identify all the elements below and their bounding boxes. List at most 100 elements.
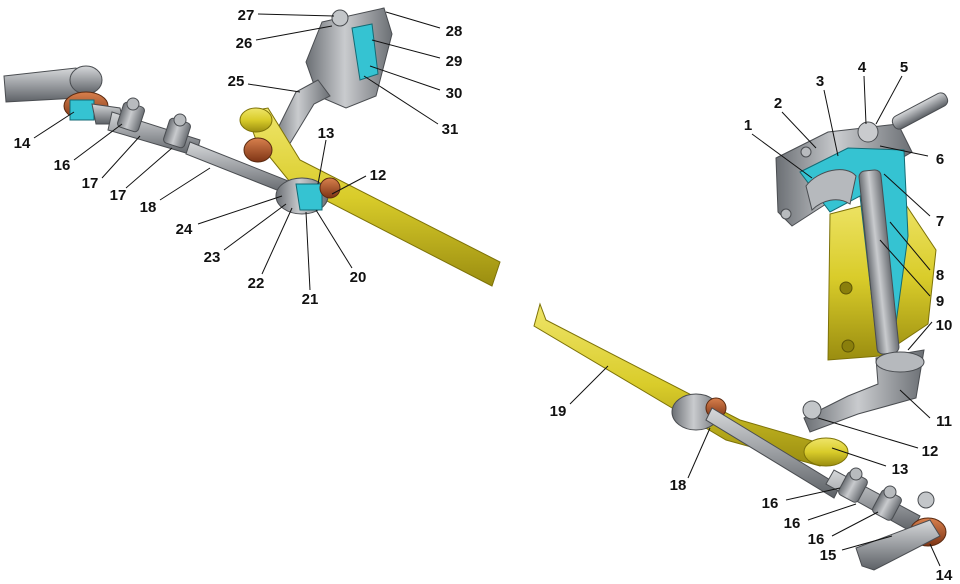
center-link-left-eye [239,107,273,133]
callout-label-25: 25 [228,73,245,90]
idler-nut [331,9,349,27]
callout-label-9: 9 [936,293,944,310]
mount-hole-b [841,339,855,353]
callout-label-18: 18 [140,199,157,216]
center-ball-joint [275,177,341,215]
callout-leader-16 [785,487,841,501]
callout-label-16: 16 [784,515,801,532]
callout-leader-4 [863,75,867,125]
callout-leader-2 [781,111,817,149]
cover-bolt-b [780,208,792,220]
callout-label-11: 11 [936,413,952,430]
callout-label-20: 20 [350,269,367,286]
cover-bolt-a [800,146,812,158]
callout-label-16: 16 [808,531,825,548]
callout-label-1: 1 [744,117,752,134]
worm-gear [805,169,857,211]
callout-leader-20 [315,209,353,269]
callout-label-4: 4 [858,59,867,76]
callout-label-30: 30 [446,85,463,102]
callout-label-17: 17 [110,187,127,204]
callout-leader-31 [363,75,439,125]
callout-label-14: 14 [14,135,31,152]
callout-leader-15 [841,535,893,551]
callout-leader-27 [257,13,335,17]
callout-leader-12 [331,175,367,195]
pitman-ball-nut [802,400,822,420]
callout-label-7: 7 [936,213,944,230]
callout-label-19: 19 [550,403,567,420]
callout-leader-9 [879,239,931,297]
idler-arm-assembly [271,7,393,151]
mount-hole-a [839,281,853,295]
callout-leader-18 [159,167,211,201]
callout-leader-14 [929,543,941,567]
callout-label-2: 2 [774,95,782,112]
callout-label-18: 18 [670,477,687,494]
callout-leader-28 [385,11,441,29]
center-link-left-boot [243,137,273,163]
pitman-arm-spline [875,351,925,373]
right-adjusting-sleeve [825,469,921,533]
left-clamp-outer [117,97,145,133]
callout-label-27: 27 [238,7,255,24]
callout-leader-13 [831,447,887,467]
left-tie-rod-assembly [3,65,297,197]
callout-leader-19 [569,365,609,405]
callout-leader-24 [197,195,283,225]
left-ball-joint-cutaway [69,99,95,121]
callout-leader-17 [125,147,173,189]
callout-label-6: 6 [936,151,944,168]
callout-leader-25 [247,83,301,93]
callout-leader-7 [883,173,931,217]
callout-label-16: 16 [54,157,71,174]
callout-label-5: 5 [900,59,908,76]
callout-leader-21 [305,211,311,291]
callout-leader-3 [823,89,839,157]
callout-label-22: 22 [248,275,265,292]
callout-label-8: 8 [936,267,944,284]
steering-gearbox [775,92,949,433]
callout-leader-16 [73,123,123,161]
right-steering-arm [855,519,941,571]
callout-leader-8 [889,221,931,271]
callout-label-31: 31 [442,121,459,138]
callout-label-21: 21 [302,291,319,308]
callout-leader-23 [223,203,287,251]
callout-label-13: 13 [318,125,335,142]
callout-leader-lines [33,11,941,567]
callout-leader-29 [371,39,441,59]
callout-label-17: 17 [82,175,99,192]
right-clamp-outer [872,485,902,521]
input-shaft [891,92,949,130]
callout-label-13: 13 [892,461,909,478]
left-clamp-inner [163,113,191,149]
callout-leader-6 [879,145,929,157]
callout-label-16: 16 [762,495,779,512]
adjusting-screw-nut [857,121,879,143]
callout-leader-16 [807,503,857,521]
callout-leader-26 [255,25,333,41]
callout-label-26: 26 [236,35,253,52]
callout-label-23: 23 [204,249,221,266]
callout-leader-10 [907,321,933,351]
right-arm-nut [917,491,935,509]
callout-leader-5 [875,75,903,125]
center-link-right-eye [803,437,849,467]
callout-label-29: 29 [446,53,463,70]
right-clamp-inner [838,467,868,503]
left-arm-hub [69,65,103,95]
callout-leader-16 [831,511,879,537]
callout-label-3: 3 [816,73,824,90]
callout-leader-17 [101,135,141,179]
callout-leader-30 [369,65,441,91]
callout-leader-12 [817,417,919,449]
callout-leader-1 [751,133,813,179]
callout-label-10: 10 [936,317,953,334]
callout-leader-22 [261,207,293,275]
callout-leader-11 [899,389,931,419]
callout-label-15: 15 [820,547,837,564]
callout-leader-18 [687,427,711,479]
callout-label-12: 12 [922,443,939,460]
